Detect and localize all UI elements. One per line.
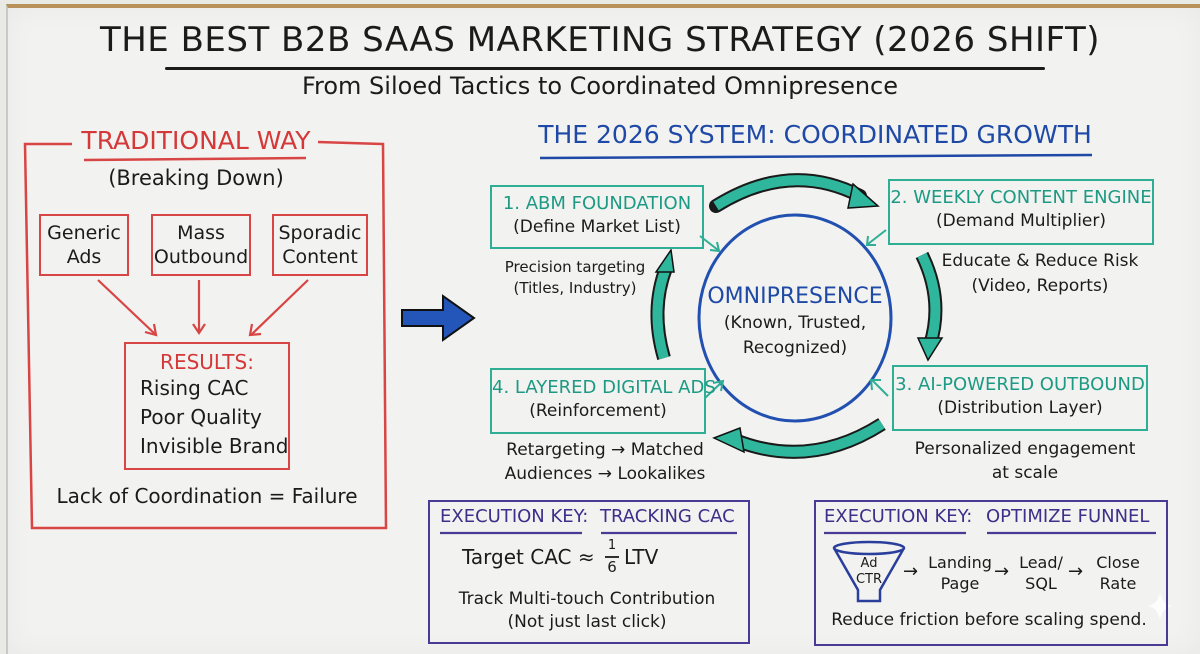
stage-line: Rate — [1099, 574, 1137, 593]
cac-formula-suffix: LTV — [624, 545, 659, 569]
page-title: THE BEST B2B SAAS MARKETING STRATEGY (20… — [99, 20, 1101, 60]
cac-notes: Track Multi-touch Contribution (Not just… — [428, 588, 746, 634]
note-line: (Titles, Industry) — [513, 279, 637, 297]
step-box-ai-powered-outbound: 3. AI-POWERED OUTBOUND (Distribution Lay… — [892, 365, 1148, 431]
result-item: Rising CAC — [140, 376, 249, 400]
stage-line: SQL — [1025, 574, 1057, 593]
cac-heading-right: TRACKING CAC — [600, 506, 735, 527]
traditional-conclusion: Lack of Coordination = Failure — [56, 484, 358, 508]
tactic-line1: Sporadic — [278, 222, 362, 244]
result-item: Poor Quality — [140, 405, 262, 429]
center-line: Recognized) — [742, 338, 848, 358]
step-title: 3. AI-POWERED OUTBOUND — [895, 374, 1145, 395]
execution-key-cac-box — [428, 500, 750, 644]
note-line: Educate & Reduce Risk — [941, 251, 1139, 271]
tactic-box-mass-outbound: Mass Outbound — [151, 214, 251, 276]
step-note: Precision targeting (Titles, Industry) — [490, 257, 660, 299]
stage-line: Page — [940, 574, 980, 593]
step-subtitle: (Define Market List) — [513, 217, 681, 237]
results-box: RESULTS: Rising CAC Poor Quality Invisib… — [124, 342, 290, 470]
funnel-arrow: → — [903, 561, 919, 582]
cac-formula-prefix: Target CAC ≈ — [462, 545, 595, 569]
funnel-heading-left: EXECUTION KEY: — [824, 506, 973, 527]
tactic-line1: Generic — [47, 222, 121, 244]
page-subtitle: From Siloed Tactics to Coordinated Omnip… — [301, 72, 899, 100]
stage-line: Close — [1096, 553, 1140, 572]
whiteboard — [6, 4, 1200, 654]
tactic-line2: Outbound — [153, 246, 249, 268]
note-line: at scale — [991, 463, 1059, 483]
fraction-denominator: 6 — [607, 558, 617, 576]
funnel-stage: Landing Page — [926, 552, 994, 594]
center-title: OMNIPRESENCE — [707, 284, 883, 309]
note-line: Audiences → Lookalikes — [504, 464, 706, 484]
funnel-arrow: → — [1068, 561, 1084, 582]
system-heading: THE 2026 SYSTEM: COORDINATED GROWTH — [538, 120, 1092, 149]
note-line: Track Multi-touch Contribution — [458, 589, 716, 609]
funnel-label-line: Ad — [860, 556, 878, 571]
step-subtitle: (Reinforcement) — [529, 401, 667, 421]
step-subtitle: (Demand Multiplier) — [936, 211, 1106, 231]
note-line: (Video, Reports) — [971, 276, 1109, 296]
funnel-stage: Lead/ SQL — [1016, 552, 1066, 594]
cac-heading-left: EXECUTION KEY: — [440, 506, 589, 527]
step-note: Personalized engagement at scale — [900, 437, 1150, 485]
step-title: 1. ABM FOUNDATION — [502, 193, 692, 214]
result-item: Invisible Brand — [140, 434, 289, 458]
tactic-box-generic-ads: Generic Ads — [39, 214, 129, 276]
note-line: Retargeting → Matched — [506, 440, 704, 460]
results-heading: RESULTS: — [160, 350, 254, 374]
step-title: 2. WEEKLY CONTENT ENGINE — [890, 187, 1152, 208]
step-subtitle: (Distribution Layer) — [937, 398, 1103, 418]
step-title: 4. LAYERED DIGITAL ADS — [492, 377, 716, 398]
step-box-abm-foundation: 1. ABM FOUNDATION (Define Market List) — [490, 185, 704, 249]
funnel-arrow: → — [994, 561, 1010, 582]
center-line: (Known, Trusted, — [723, 313, 867, 333]
fraction-numerator: 1 — [607, 538, 617, 553]
funnel-label-line: CTR — [855, 572, 883, 587]
tactic-box-sporadic-content: Sporadic Content — [272, 214, 368, 276]
note-line: Personalized engagement — [914, 439, 1136, 459]
stage-line: Landing — [928, 553, 992, 572]
traditional-subheading: (Breaking Down) — [108, 166, 284, 190]
stage-line: Lead/ — [1019, 553, 1063, 572]
tactic-line2: Ads — [66, 246, 102, 268]
tactic-line2: Content — [282, 246, 358, 268]
execution-key-funnel-box — [814, 500, 1168, 646]
funnel-icon — [832, 540, 906, 603]
funnel-stage: Close Rate — [1090, 552, 1146, 594]
step-box-weekly-content-engine: 2. WEEKLY CONTENT ENGINE (Demand Multipl… — [888, 179, 1154, 245]
step-box-layered-digital-ads: 4. LAYERED DIGITAL ADS (Reinforcement) — [490, 368, 716, 434]
funnel-heading-right: OPTIMIZE FUNNEL — [986, 506, 1150, 527]
note-line: Precision targeting — [504, 258, 646, 276]
note-line: (Not just last click) — [507, 612, 667, 632]
omnipresence-center: OMNIPRESENCE (Known, Trusted, Recognized… — [700, 284, 890, 361]
tactic-line1: Mass — [177, 222, 225, 244]
step-note: Retargeting → Matched Audiences → Lookal… — [490, 438, 720, 486]
funnel-label: Ad CTR — [849, 556, 889, 588]
traditional-heading: TRADITIONAL WAY — [81, 126, 311, 155]
title-underline — [165, 67, 1045, 70]
funnel-footer: Reduce friction before scaling spend. — [831, 610, 1147, 630]
step-note: Educate & Reduce Risk (Video, Reports) — [940, 249, 1140, 299]
